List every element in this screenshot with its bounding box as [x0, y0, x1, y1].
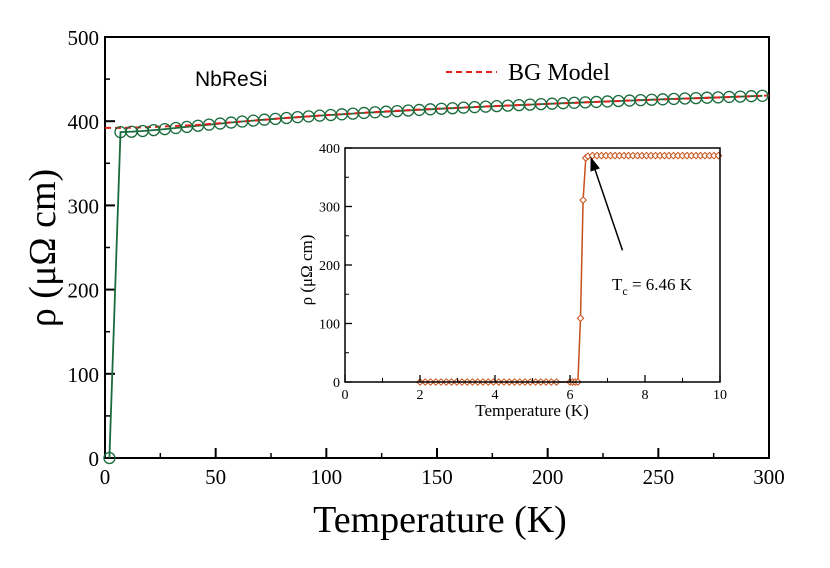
- main-y-tick-label: 500: [68, 26, 100, 50]
- inset-x-tick-label: 6: [567, 388, 574, 403]
- tc-rest: = 6.46 K: [628, 275, 693, 294]
- main-x-axis-label: Temperature (K): [313, 499, 567, 541]
- inset-x-tick-label: 10: [713, 388, 727, 403]
- inset-x-tick-label: 8: [642, 388, 649, 403]
- inset-x-tick-label: 0: [342, 388, 349, 403]
- inset-x-tick-label: 4: [492, 388, 499, 403]
- main-x-tick-label: 0: [100, 465, 111, 489]
- tc-subscript: c: [622, 284, 627, 298]
- main-x-tick-label: 200: [532, 465, 564, 489]
- main-data-point: [103, 451, 116, 465]
- inset-plot-bg: [345, 148, 720, 382]
- main-y-tick-label: 100: [68, 363, 100, 387]
- main-data-point: [756, 89, 769, 102]
- main-x-tick-label: 250: [643, 465, 675, 489]
- inset-y-tick-label: 100: [319, 318, 340, 333]
- tc-annotation: Tc = 6.46 K: [612, 275, 693, 298]
- tc-arrow-head: [590, 156, 600, 172]
- inset-x-tick-label: 2: [417, 388, 424, 403]
- main-y-axis-label: ρ (μΩ cm): [22, 169, 64, 327]
- main-x-tick-label: 300: [753, 465, 785, 489]
- main-annotation-label: NbReSi: [195, 68, 267, 91]
- main-series-layer: [103, 89, 770, 465]
- tc-main: T: [612, 275, 623, 294]
- main-y-tick-label: 400: [68, 110, 100, 134]
- inset-y-tick-label: 200: [319, 259, 340, 274]
- inset-y-tick-label: 0: [333, 376, 340, 391]
- inset-data-point: [579, 196, 588, 204]
- tc-arrow-line: [594, 169, 624, 251]
- inset-data-point: [576, 314, 585, 323]
- main-y-tick-label: 200: [68, 279, 100, 303]
- main-x-tick-label: 150: [421, 465, 453, 489]
- main-y-tick-label: 300: [68, 194, 100, 218]
- inset-y-tick-label: 400: [319, 142, 340, 157]
- inset-y-tick-label: 300: [319, 201, 340, 216]
- main-x-tick-label: 50: [205, 465, 226, 489]
- legend-bg-model-label: BG Model: [508, 60, 610, 86]
- main-bg-model-line: [105, 94, 770, 129]
- main-x-tick-label: 100: [311, 465, 343, 489]
- main-y-tick-label: 0: [89, 447, 100, 471]
- inset-x-axis-label: Temperature (K): [475, 401, 589, 420]
- inset-y-axis-label: ρ (μΩ cm): [297, 235, 316, 306]
